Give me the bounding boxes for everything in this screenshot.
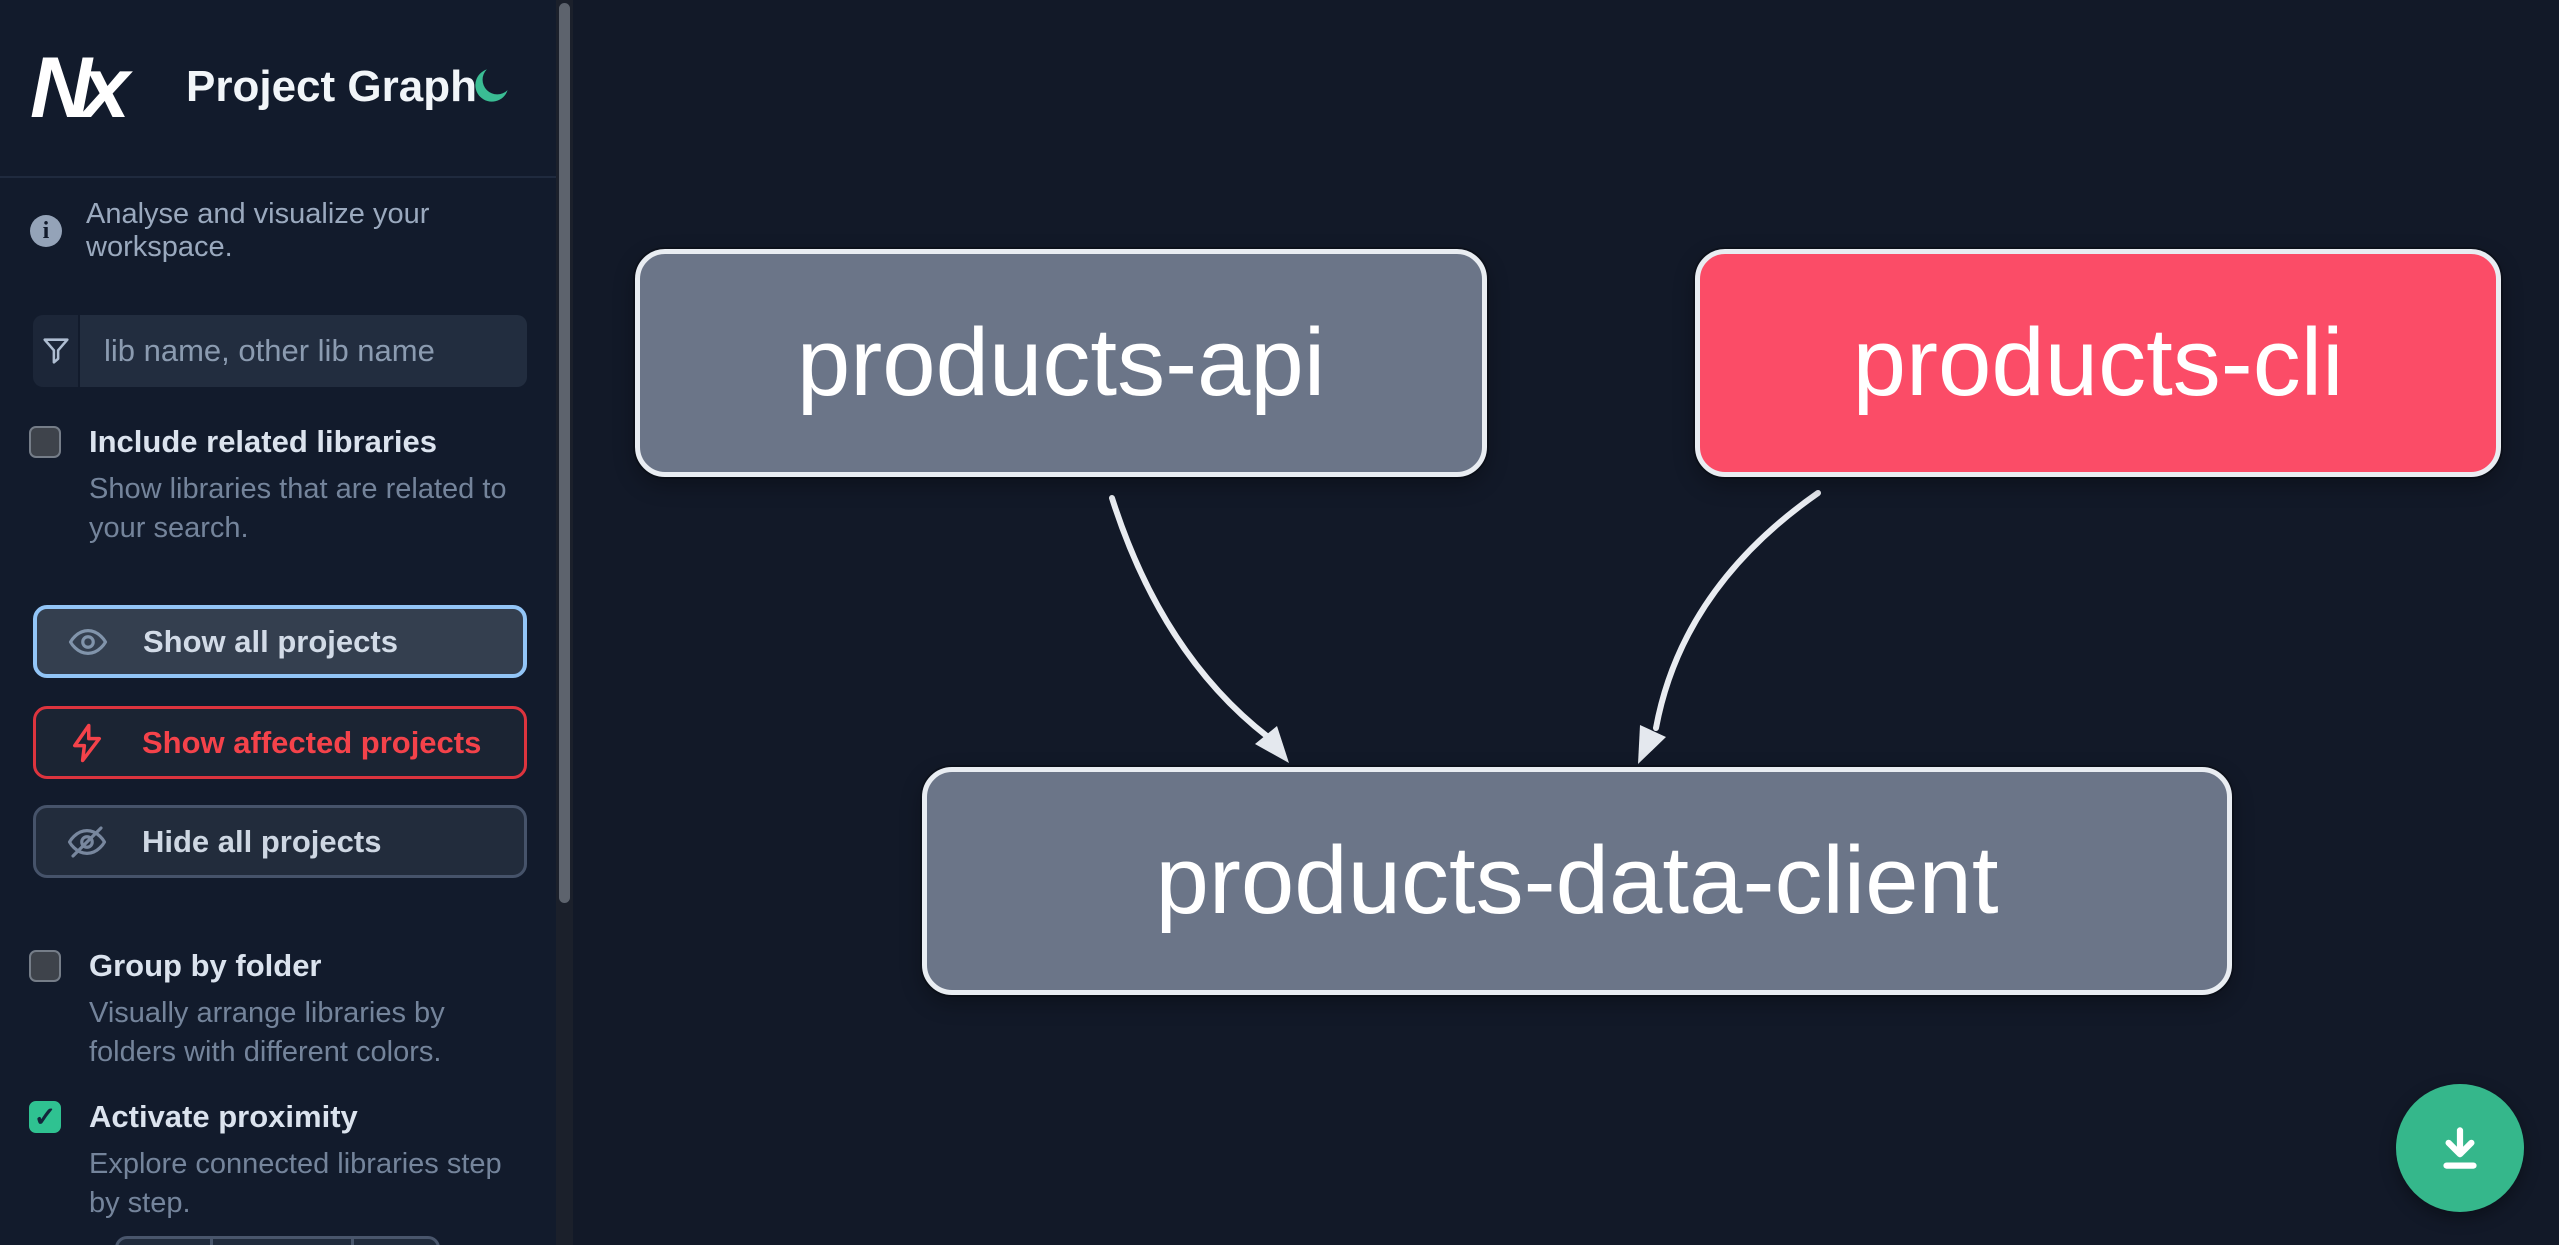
show-affected-projects-button[interactable]: Show affected projects [33, 706, 527, 779]
eye-off-icon [67, 825, 107, 858]
page-title: Project Graph [186, 62, 477, 111]
search-box [33, 315, 527, 387]
sidebar-header: Nx Project Graph [0, 0, 556, 178]
graph-node-products-cli[interactable]: products-cli [1695, 249, 2501, 477]
group-by-folder-checkbox[interactable]: ✓ [29, 950, 61, 982]
node-label: products-api [796, 309, 1326, 416]
show-affected-projects-label: Show affected projects [142, 724, 482, 760]
activate-proximity-description: Explore connected libraries step by step… [89, 1148, 502, 1219]
activate-proximity-label: Activate proximity [89, 1099, 358, 1134]
sidebar: Nx Project Graph i Analyse and visualize… [0, 0, 556, 1245]
tagline-text: Analyse and visualize your workspace. [86, 198, 430, 263]
activate-proximity-checkbox[interactable]: ✓ [29, 1101, 61, 1133]
sidebar-scrollbar-thumb[interactable] [559, 3, 570, 903]
sidebar-scrollbar-track[interactable] [556, 0, 573, 1245]
workspace-tagline: i Analyse and visualize your workspace. [30, 198, 556, 264]
hide-all-projects-label: Hide all projects [142, 823, 382, 859]
group-by-folder-label: Group by folder [89, 948, 322, 983]
nx-logo[interactable]: Nx [30, 40, 130, 136]
show-all-projects-label: Show all projects [143, 623, 398, 659]
eye-icon [68, 628, 108, 655]
info-icon: i [30, 215, 62, 247]
stepper-decrement-segment[interactable] [118, 1239, 210, 1245]
download-graph-button[interactable] [2396, 1084, 2524, 1212]
search-input[interactable] [80, 315, 527, 387]
graph-node-products-data-client[interactable]: products-data-client [922, 767, 2232, 995]
node-label: products-data-client [1155, 827, 1999, 934]
include-related-block: ✓ Include related libraries Show librari… [29, 424, 529, 548]
proximity-depth-stepper[interactable] [115, 1236, 440, 1245]
group-by-folder-block: ✓ Group by folder Visually arrange libra… [29, 948, 529, 1072]
include-related-label: Include related libraries [89, 424, 438, 459]
stepper-increment-segment[interactable] [351, 1239, 354, 1245]
graph-node-products-api[interactable]: products-api [635, 249, 1487, 477]
download-icon [2443, 1127, 2477, 1169]
lightning-icon [73, 723, 101, 762]
theme-toggle-button[interactable] [468, 62, 516, 110]
filter-funnel-icon [33, 315, 80, 387]
show-all-projects-button[interactable]: Show all projects [33, 605, 527, 678]
node-label: products-cli [1852, 309, 2344, 416]
hide-all-projects-button[interactable]: Hide all projects [33, 805, 527, 878]
group-by-folder-description: Visually arrange libraries by folders wi… [89, 997, 445, 1068]
moon-icon [475, 68, 508, 102]
activate-proximity-block: ✓ Activate proximity Explore connected l… [29, 1099, 529, 1223]
include-related-checkbox[interactable]: ✓ [29, 426, 61, 458]
graph-canvas[interactable] [573, 0, 2559, 1245]
include-related-description: Show libraries that are related to your … [89, 473, 507, 544]
stepper-value-segment [210, 1239, 351, 1245]
